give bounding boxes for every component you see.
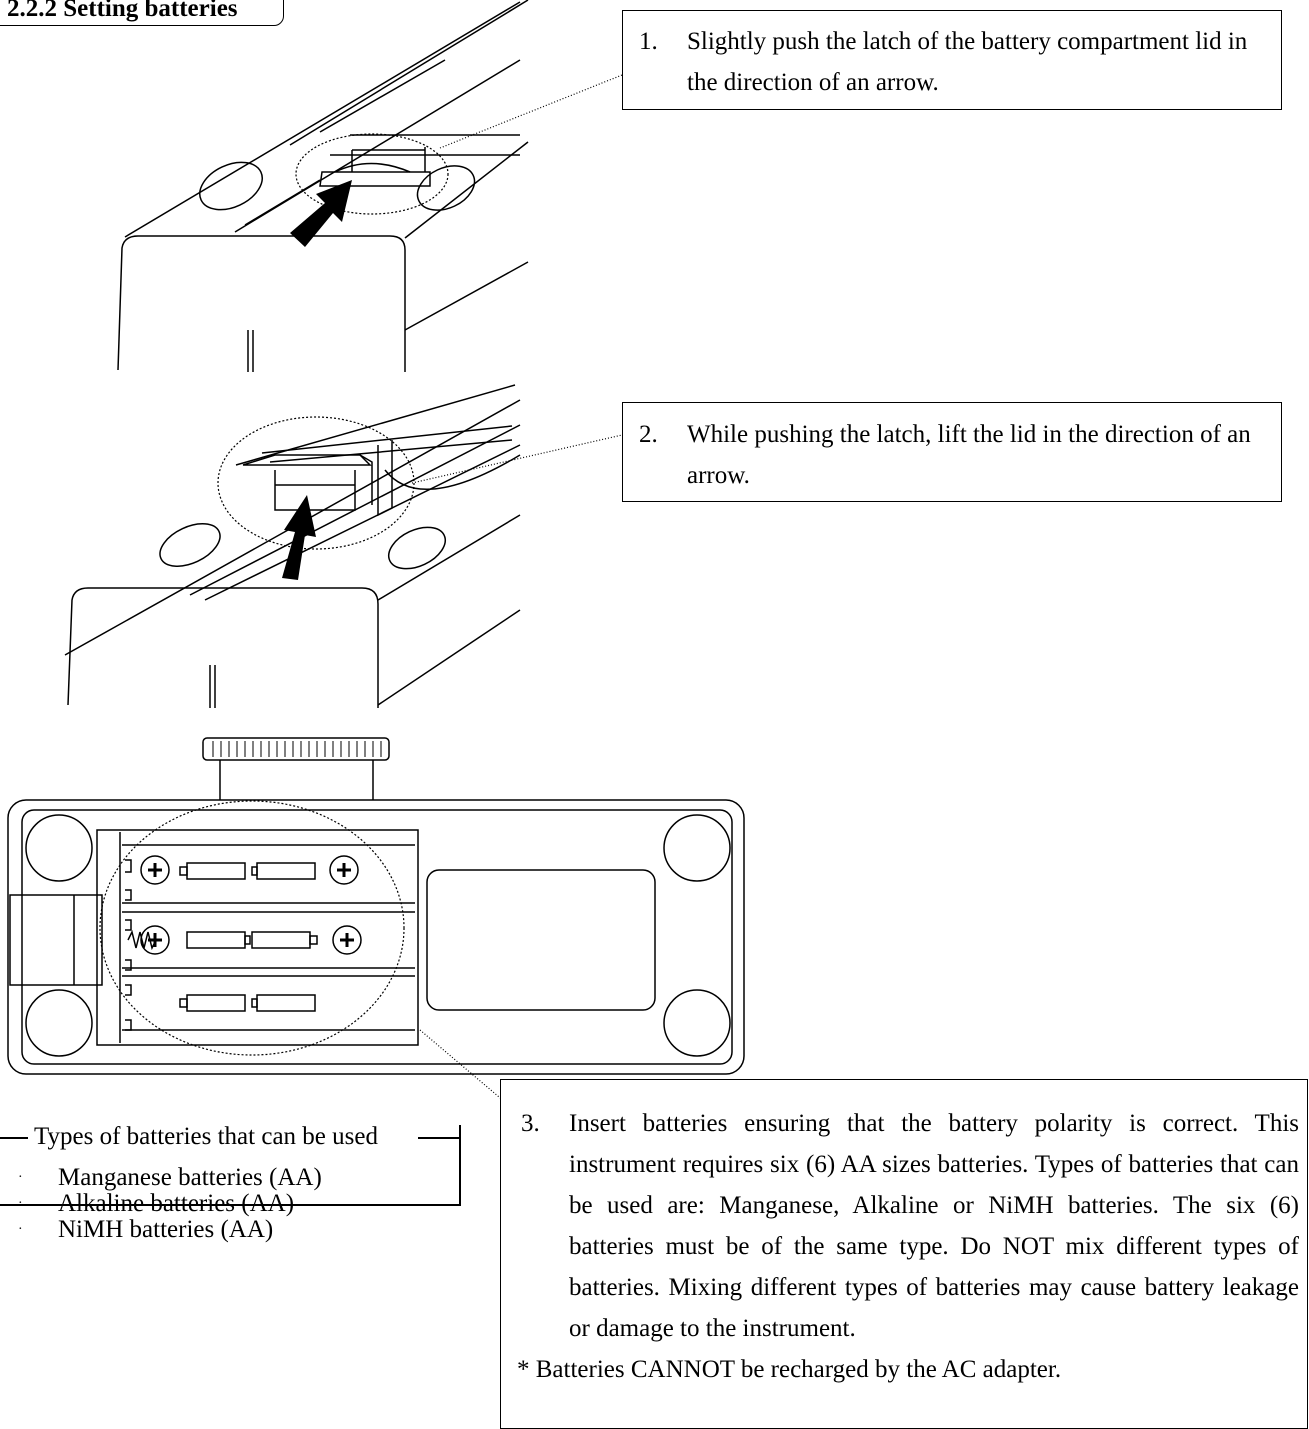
step-1: 1. Slightly push the latch of the batter…	[639, 21, 1271, 103]
step-text: While pushing the latch, lift the lid in…	[687, 421, 1251, 489]
battery-compartment-illustration	[7, 737, 745, 1109]
step-2: 2. While pushing the latch, lift the lid…	[639, 414, 1271, 496]
latch-push-illustration	[117, 0, 623, 372]
battery-types-list: · Manganese batteries (AA) · Alkaline batt…	[18, 1165, 322, 1243]
battery-type: NiMH batteries (AA)	[58, 1216, 274, 1243]
step-2-box: 2. While pushing the latch, lift the lid…	[622, 402, 1282, 502]
step-number: 1.	[639, 28, 658, 55]
recharge-note: * Batteries CANNOT be recharged by the A…	[517, 1356, 1062, 1383]
step-text: Slightly push the latch of the battery c…	[687, 28, 1248, 96]
battery-type: Manganese batteries (AA)	[58, 1164, 322, 1191]
bullet-icon: ·	[18, 1196, 23, 1211]
list-item: · NiMH batteries (AA)	[18, 1217, 322, 1243]
list-item: · Alkaline batteries (AA)	[18, 1191, 322, 1217]
step-number: 2.	[639, 421, 658, 448]
push-arrow	[290, 180, 352, 247]
list-item: · Manganese batteries (AA)	[18, 1165, 322, 1191]
step-text: Insert batteries ensuring that the batte…	[569, 1110, 1299, 1342]
battery-types-box: Types of batteries that can be used · Man…	[0, 1123, 461, 1243]
battery-types-title: Types of batteries that can be used	[34, 1123, 378, 1150]
lift-arrow	[282, 495, 316, 580]
section-heading: 2.2.2 Setting batteries	[0, 0, 284, 26]
box-rule	[418, 1137, 459, 1139]
step-1-box: 1. Slightly push the latch of the batter…	[622, 10, 1282, 110]
bullet-icon: ·	[18, 1222, 23, 1237]
step-3-box: 3. Insert batteries ensuring that the ba…	[500, 1079, 1308, 1429]
battery-type: Alkaline batteries (AA)	[58, 1190, 295, 1217]
bullet-icon: ·	[18, 1170, 23, 1185]
step-3: 3. Insert batteries ensuring that the ba…	[521, 1103, 1299, 1349]
step-number: 3.	[521, 1110, 540, 1137]
box-rule	[0, 1137, 28, 1139]
lid-lift-illustration	[64, 384, 623, 708]
